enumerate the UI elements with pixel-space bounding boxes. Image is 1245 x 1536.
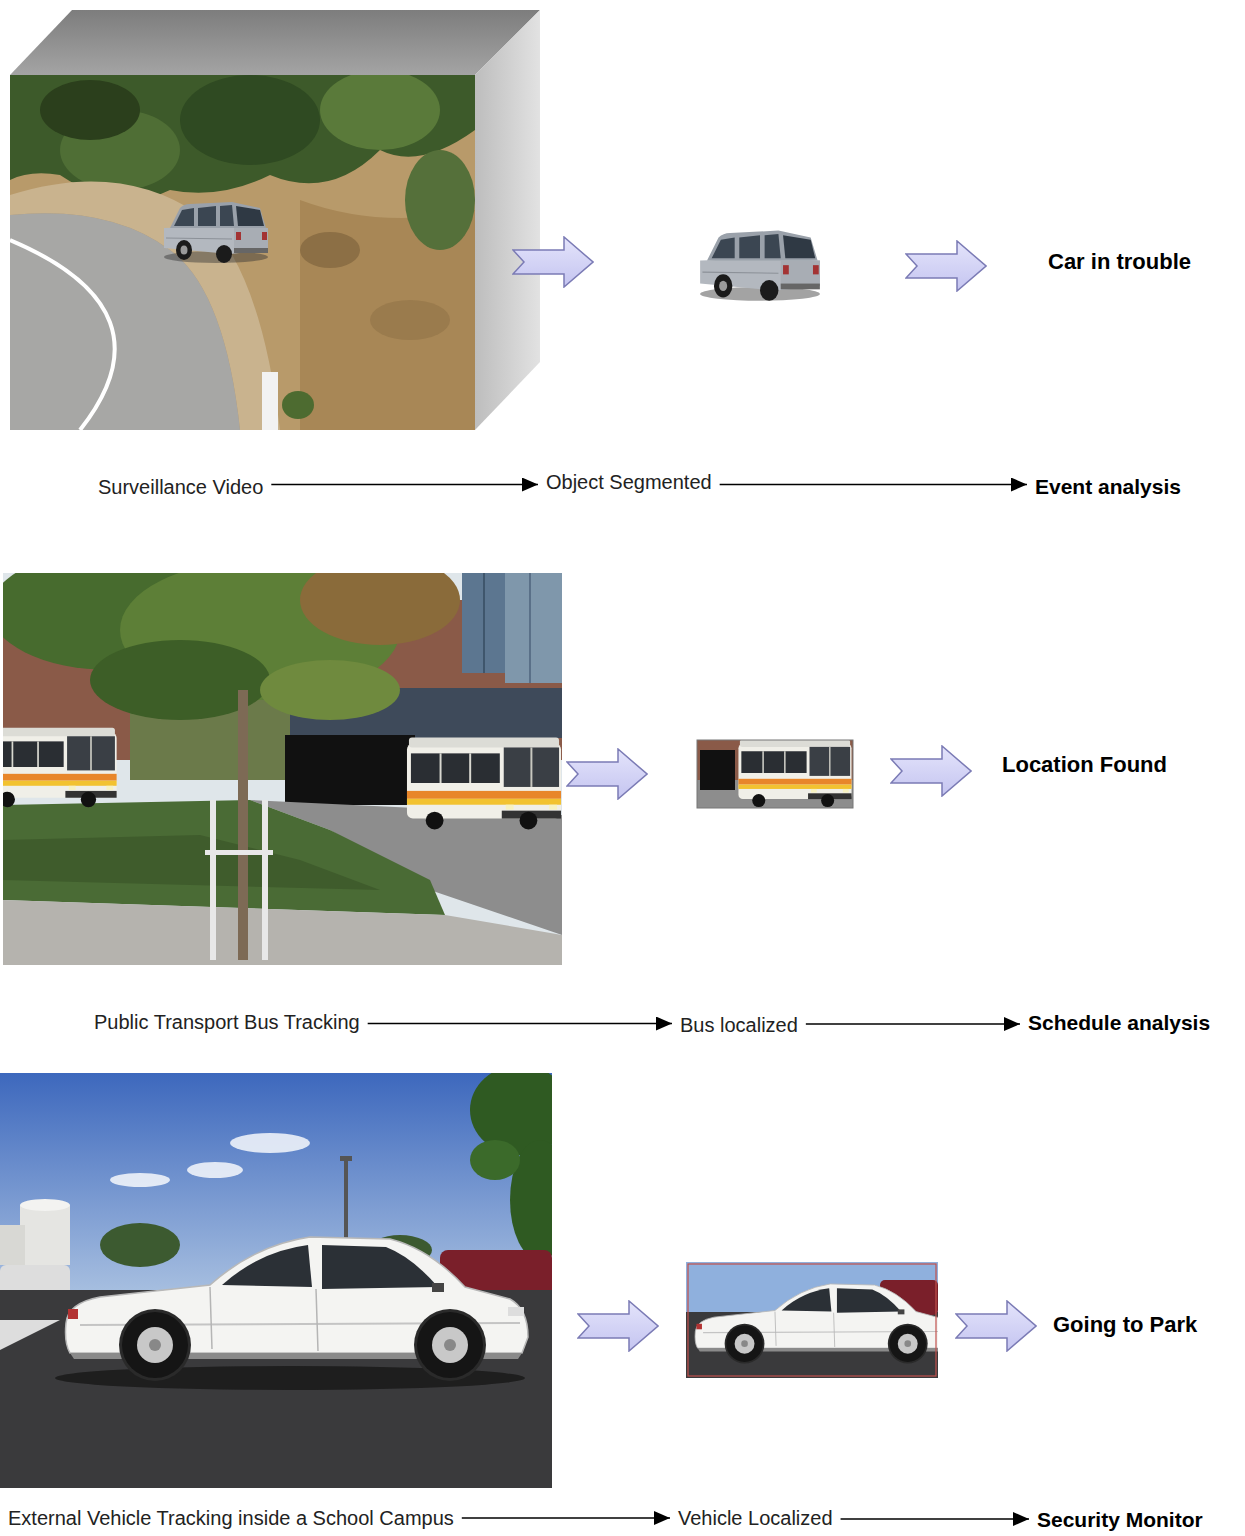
illustration-shape	[262, 372, 278, 430]
illustration-shape	[513, 237, 593, 287]
illustration-shape	[567, 749, 647, 799]
illustration-shape	[262, 800, 268, 960]
caption-text: Surveillance Video	[98, 475, 263, 499]
crop-frame	[697, 740, 853, 808]
illustration-shape	[3, 900, 562, 965]
caption-node: External Vehicle Tracking inside a Schoo…	[0, 1504, 462, 1532]
event-label: Going to Park	[1053, 1312, 1197, 1338]
illustration-shape	[405, 150, 475, 250]
illustration-shape	[505, 573, 562, 683]
campus-photo	[0, 1073, 552, 1488]
hillside-photo	[10, 75, 475, 430]
illustration-shape	[700, 750, 735, 790]
illustration-shape	[483, 573, 485, 673]
caption-text: Public Transport Bus Tracking	[94, 1010, 360, 1034]
caption-text: Schedule analysis	[1028, 1010, 1210, 1035]
illustration-shape	[695, 1284, 938, 1364]
caption-text: Vehicle Localized	[678, 1506, 833, 1530]
illustration-shape	[10, 10, 540, 75]
caption-text: Security Monitor	[1037, 1507, 1203, 1532]
flow-arrow	[271, 484, 538, 486]
illustration-shape	[282, 391, 314, 419]
caption-node: Vehicle Localized	[670, 1504, 841, 1532]
illustration-shape	[0, 1225, 25, 1265]
illustration-shape	[891, 746, 971, 796]
caption-text: Object Segmented	[546, 470, 712, 494]
illustration-shape	[529, 573, 531, 683]
illustration-shape	[300, 232, 360, 268]
illustration-shape	[3, 800, 445, 915]
illustration-shape	[370, 300, 450, 340]
illustration-shape	[10, 240, 115, 430]
segmented-car	[700, 231, 820, 301]
crop-frame	[688, 1264, 936, 1376]
event-label: Location Found	[1002, 752, 1167, 778]
illustration-shape	[164, 202, 268, 263]
caption-node: Security Monitor	[1029, 1505, 1211, 1534]
caption-node: Event analysis	[1027, 472, 1189, 501]
caption-text: External Vehicle Tracking inside a Schoo…	[8, 1506, 454, 1530]
illustration-shape	[230, 1133, 310, 1153]
illustration-shape	[20, 1199, 70, 1211]
caption-node: Surveillance Video	[90, 473, 271, 501]
illustration-shape	[738, 740, 851, 807]
flow-arrow	[462, 1517, 670, 1519]
flow-arrow	[841, 1518, 1029, 1520]
illustration-shape	[187, 1162, 243, 1178]
illustration-shape	[320, 75, 440, 150]
illustration-shape	[470, 1140, 520, 1180]
caption-node: Schedule analysis	[1020, 1008, 1218, 1037]
illustration-shape	[100, 1223, 180, 1267]
flow-arrow	[368, 1023, 672, 1025]
illustration-shape	[238, 690, 248, 960]
illustration-shape	[180, 75, 320, 165]
illustration-shape	[462, 573, 510, 673]
illustration-shape	[66, 1237, 529, 1381]
caption-node: Public Transport Bus Tracking	[86, 1008, 368, 1036]
illustration-shape	[3, 728, 117, 807]
caption-text: Event analysis	[1035, 474, 1181, 499]
illustration-shape	[205, 850, 273, 855]
caption-node: Object Segmented	[538, 468, 720, 496]
illustration-shape	[40, 80, 140, 140]
illustration-shape	[578, 1301, 658, 1351]
illustration-shape	[0, 1320, 60, 1350]
illustration-shape	[340, 1156, 352, 1161]
illustration-shape	[700, 231, 820, 301]
caption-node: Bus localized	[672, 1011, 806, 1039]
illustration-shape	[407, 738, 561, 830]
localized-car	[686, 1262, 938, 1378]
illustration-shape	[260, 660, 400, 720]
caption-text: Bus localized	[680, 1013, 798, 1037]
localized-bus	[697, 740, 853, 808]
illustration-shape	[475, 10, 540, 430]
flow-arrow	[806, 1023, 1020, 1025]
flow-arrow	[720, 484, 1027, 486]
bus-photo	[3, 573, 562, 965]
illustration-shape	[10, 181, 280, 430]
illustration-shape	[210, 800, 216, 960]
illustration-shape	[110, 1173, 170, 1187]
illustration-shape	[906, 241, 986, 291]
video-cube	[10, 10, 540, 430]
illustration-shape	[285, 735, 415, 805]
illustration-shape	[300, 573, 460, 645]
illustration-shape	[20, 1205, 70, 1265]
illustration-shape	[956, 1301, 1036, 1351]
event-label: Car in trouble	[1048, 249, 1191, 275]
block-arrows	[513, 237, 1036, 1351]
illustration-shape	[3, 835, 380, 890]
